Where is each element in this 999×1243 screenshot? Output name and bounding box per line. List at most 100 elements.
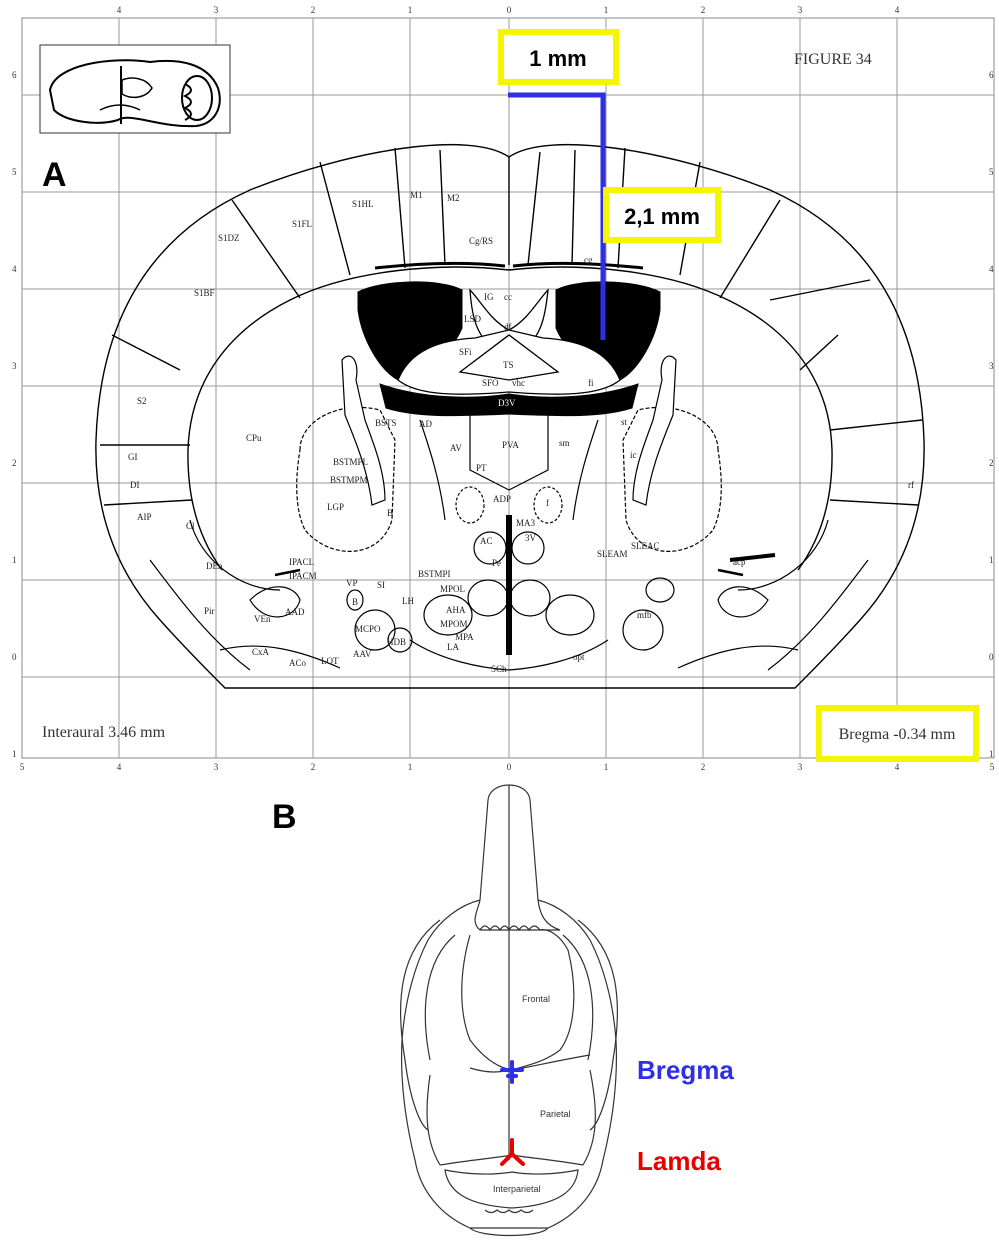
region-label: LGP — [327, 502, 344, 512]
tick: 2 — [12, 458, 17, 468]
rat-skull-drawing — [401, 785, 618, 1236]
region-label: S1FL — [292, 219, 312, 229]
region-label: Pir — [204, 606, 215, 616]
region-label: LOT — [321, 656, 339, 666]
region-label: SLEAM — [597, 549, 628, 559]
region-label: BSTMPM — [330, 475, 368, 485]
tick: 5 — [20, 762, 25, 772]
tick: 4 — [989, 264, 994, 274]
region-label: DI — [130, 480, 140, 490]
tick: 1 — [12, 749, 17, 759]
bregma-marker — [502, 1062, 522, 1082]
region-label: opt — [573, 652, 585, 662]
region-label: st — [621, 417, 628, 427]
horizontal-distance-label: 1 mm — [529, 46, 586, 71]
tick: 3 — [989, 361, 994, 371]
region-label: S1HL — [352, 199, 374, 209]
region-label: TS — [503, 360, 514, 370]
region-label: mfb — [637, 610, 652, 620]
tick: 2 — [989, 458, 994, 468]
region-label: cc — [504, 292, 512, 302]
region-label: S1DZ — [218, 233, 240, 243]
tick: 2 — [701, 5, 706, 15]
region-label: SCh — [491, 664, 507, 674]
callout-1mm: 1 mm — [501, 32, 616, 82]
tick: 4 — [117, 762, 122, 772]
tick: 3 — [798, 762, 803, 772]
region-label: DEn — [206, 561, 223, 571]
region-label: IPACL — [289, 557, 314, 567]
region-label: SFi — [459, 347, 472, 357]
region-label: M2 — [447, 193, 460, 203]
tick: 3 — [214, 5, 219, 15]
third-ventricle — [506, 515, 512, 655]
region-label: rf — [908, 480, 914, 490]
sagittal-inset — [40, 45, 230, 133]
region-label: LH — [402, 596, 414, 606]
region-label: GI — [128, 452, 138, 462]
region-label: cg — [584, 255, 593, 265]
tick: 4 — [895, 5, 900, 15]
region-label: BSTMPL — [333, 457, 368, 467]
region-label: SFO — [482, 378, 499, 388]
region-label: SI — [377, 580, 385, 590]
lamda-label: Lamda — [637, 1146, 721, 1176]
tick: 1 — [408, 762, 413, 772]
region-label: B — [352, 597, 358, 607]
vertical-distance-label: 2,1 mm — [624, 204, 700, 229]
region-label: Cl — [186, 521, 195, 531]
region-label: AAD — [285, 607, 305, 617]
tick: 3 — [12, 361, 17, 371]
tick: 0 — [989, 652, 994, 662]
region-label: MCPO — [355, 624, 381, 634]
region-label: MPA — [455, 632, 474, 642]
region-label: AD — [419, 419, 432, 429]
region-label: AIP — [137, 512, 152, 522]
region-label: sm — [559, 438, 570, 448]
region-label: S1BF — [194, 288, 215, 298]
region-label: df — [504, 322, 512, 332]
region-label: IG — [484, 292, 494, 302]
tick: 4 — [117, 5, 122, 15]
region-label: ACo — [289, 658, 307, 668]
tick: 1 — [408, 5, 413, 15]
region-label: M1 — [410, 190, 423, 200]
region-label: ADP — [493, 494, 511, 504]
region-label: S2 — [137, 396, 147, 406]
region-label: acp — [733, 557, 746, 567]
region-label: BSTMPI — [418, 569, 451, 579]
bregma-label: Bregma — [637, 1055, 734, 1085]
tick: 4 — [895, 762, 900, 772]
region-label: fi — [588, 378, 594, 388]
region-label: MPOL — [440, 584, 465, 594]
tick: 0 — [507, 762, 512, 772]
region-label: Pe — [492, 558, 501, 568]
tick: 1 — [604, 762, 609, 772]
region-label: 3V — [525, 533, 537, 543]
bregma-level-label: Bregma -0.34 mm — [839, 726, 956, 743]
region-label: SLEAC — [631, 541, 660, 551]
tick: 2 — [701, 762, 706, 772]
region-label: PVA — [502, 440, 519, 450]
region-label: IPACM — [289, 571, 317, 581]
bottom-tick-labels: 5 4 3 2 1 0 1 2 3 4 5 — [20, 762, 995, 772]
tick: 3 — [798, 5, 803, 15]
figure-label: FIGURE 34 — [794, 51, 872, 68]
region-label: B — [387, 508, 393, 518]
region-label: VP — [346, 578, 358, 588]
tick: 3 — [214, 762, 219, 772]
region-label: CPu — [246, 433, 262, 443]
region-label: f — [546, 498, 549, 508]
panel-b: B Frontal Parietal — [272, 785, 734, 1236]
interaural-label: Interaural 3.46 mm — [42, 724, 166, 741]
callout-2-1mm: 2,1 mm — [606, 190, 718, 240]
region-label: AV — [450, 443, 462, 453]
region-label: AHA — [446, 605, 466, 615]
region-label: MA3 — [516, 518, 536, 528]
tick: 2 — [311, 5, 316, 15]
panel-b-letter: B — [272, 798, 297, 836]
region-label: CxA — [252, 647, 270, 657]
tick: 1 — [604, 5, 609, 15]
lamda-marker — [502, 1140, 523, 1164]
